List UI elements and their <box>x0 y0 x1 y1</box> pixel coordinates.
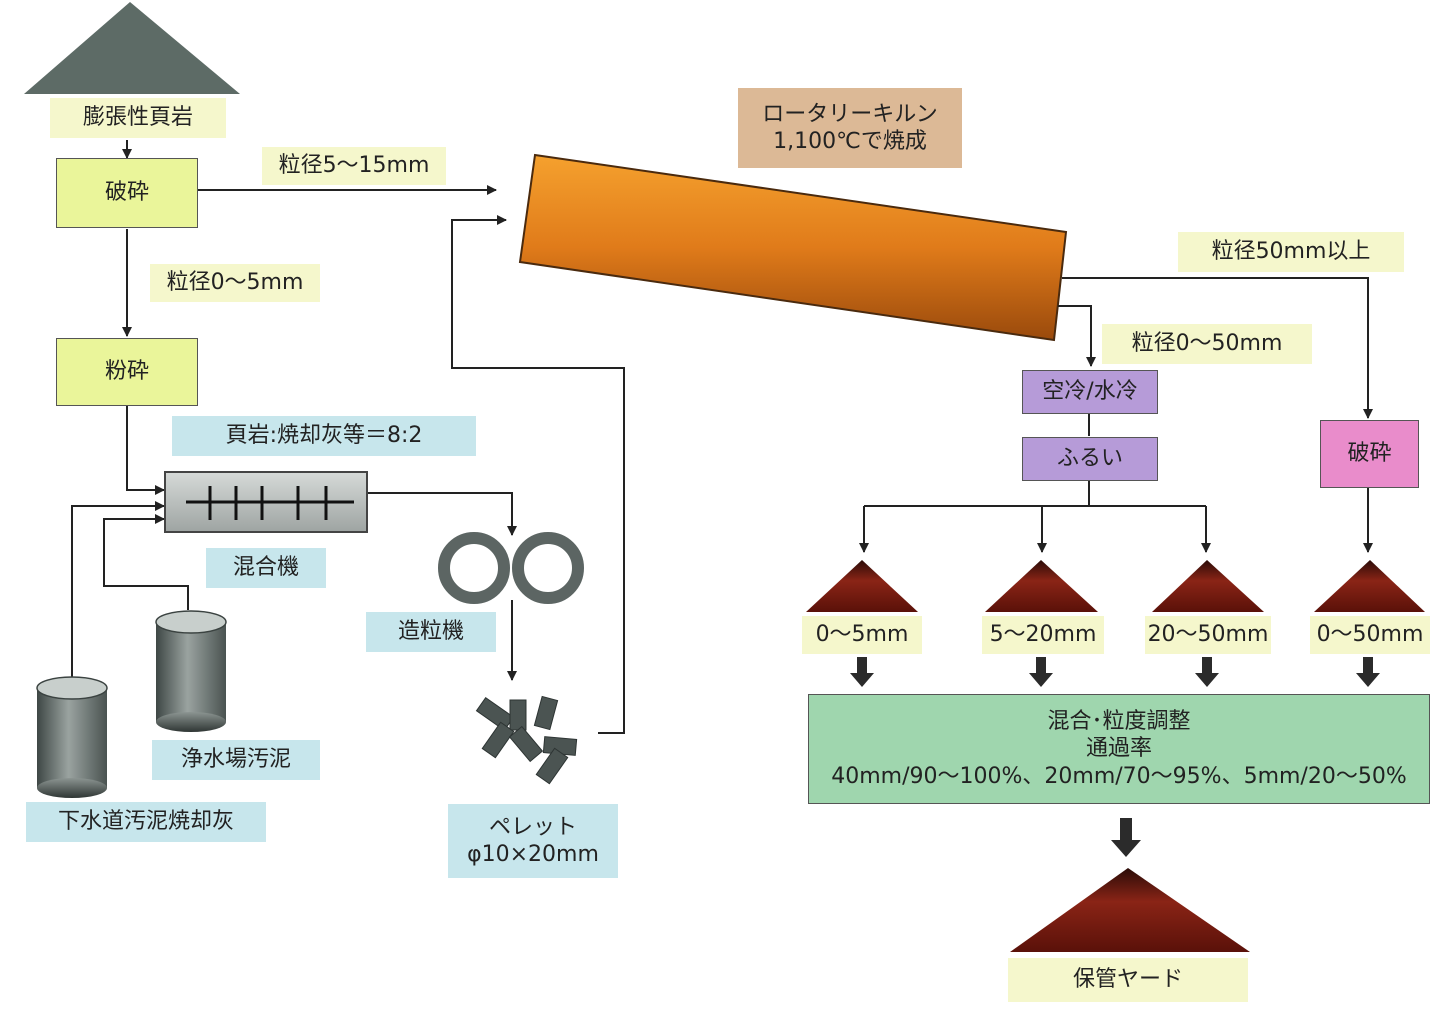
size-5-15-label: 粒径5～15mm <box>262 147 446 185</box>
pile-5-20-icon <box>985 560 1098 612</box>
screen-box: ふるい <box>1022 437 1158 481</box>
sewage-ash-tank-icon <box>36 676 108 798</box>
sewage-ash-label: 下水道汚泥焼却灰 <box>26 802 266 842</box>
kiln-label-line2: 1,100℃で焼成 <box>773 129 927 154</box>
arrow-sludge-to-mixer <box>103 514 189 610</box>
kiln-label: ロータリーキルン 1,100℃で焼成 <box>738 88 962 168</box>
pile-20-50-icon <box>1152 560 1264 612</box>
blend-spec: 40mm/90～100%、20mm/70～95%、5mm/20～50% <box>831 763 1407 789</box>
blend-box: 混合･粒度調整 通過率 40mm/90～100%、20mm/70～95%、5mm… <box>808 694 1430 804</box>
crush2-box: 破砕 <box>1320 420 1419 488</box>
size-0-5-label: 粒径0～5mm <box>150 264 320 302</box>
thick-arrows <box>850 657 1380 857</box>
arrow-ash-to-mixer <box>71 501 165 680</box>
size-0-50-label: 粒径0～50mm <box>1102 324 1312 364</box>
shale-label: 膨張性頁岩 <box>50 98 226 138</box>
fraction-label-3: 20～50mm <box>1145 616 1271 654</box>
rotary-kiln-icon <box>518 153 1068 342</box>
pile-0-5-icon <box>806 560 918 612</box>
pellet-label-line2: φ10×20mm <box>467 842 599 867</box>
mix-ratio-label: 頁岩:焼却灰等＝8:2 <box>172 416 476 456</box>
fraction-label-2: 5～20mm <box>982 616 1104 654</box>
fraction-label-1: 0～5mm <box>802 616 922 654</box>
arrow-kiln-to-crush2 <box>1062 277 1373 419</box>
arrow-pulverize-to-mixer <box>126 405 165 495</box>
fraction-label-4: 0～50mm <box>1310 616 1430 654</box>
mixer-icon <box>164 471 368 533</box>
cooling-box: 空冷/水冷 <box>1022 370 1158 414</box>
granulator-icon <box>438 532 584 604</box>
pulverize-box: 粉砕 <box>56 338 198 406</box>
water-sludge-tank-icon <box>155 610 227 732</box>
kiln-label-line1: ロータリーキルン <box>762 101 938 127</box>
arrow-mixer-to-granulator <box>368 492 517 536</box>
pellet-label: ペレット φ10×20mm <box>448 804 618 878</box>
size-50-up-label: 粒径50mm以上 <box>1178 232 1404 272</box>
storage-pile-icon <box>1010 868 1250 952</box>
pellet-icon <box>475 695 578 785</box>
arrow-pellet-to-kiln <box>451 215 625 734</box>
mixer-label: 混合機 <box>206 548 326 588</box>
pellet-label-line1: ペレット <box>488 814 577 840</box>
blend-title: 混合･粒度調整 <box>1047 708 1191 734</box>
water-sludge-label: 浄水場汚泥 <box>152 740 320 780</box>
shale-pile-icon <box>24 2 240 94</box>
blend-subtitle: 通過率 <box>1085 736 1152 762</box>
crush-box: 破砕 <box>56 158 198 228</box>
pile-0-50-icon <box>1314 560 1425 612</box>
granulator-label: 造粒機 <box>366 612 496 652</box>
arrow-kiln-to-cooling <box>1058 305 1096 367</box>
storage-label: 保管ヤード <box>1008 958 1248 1002</box>
